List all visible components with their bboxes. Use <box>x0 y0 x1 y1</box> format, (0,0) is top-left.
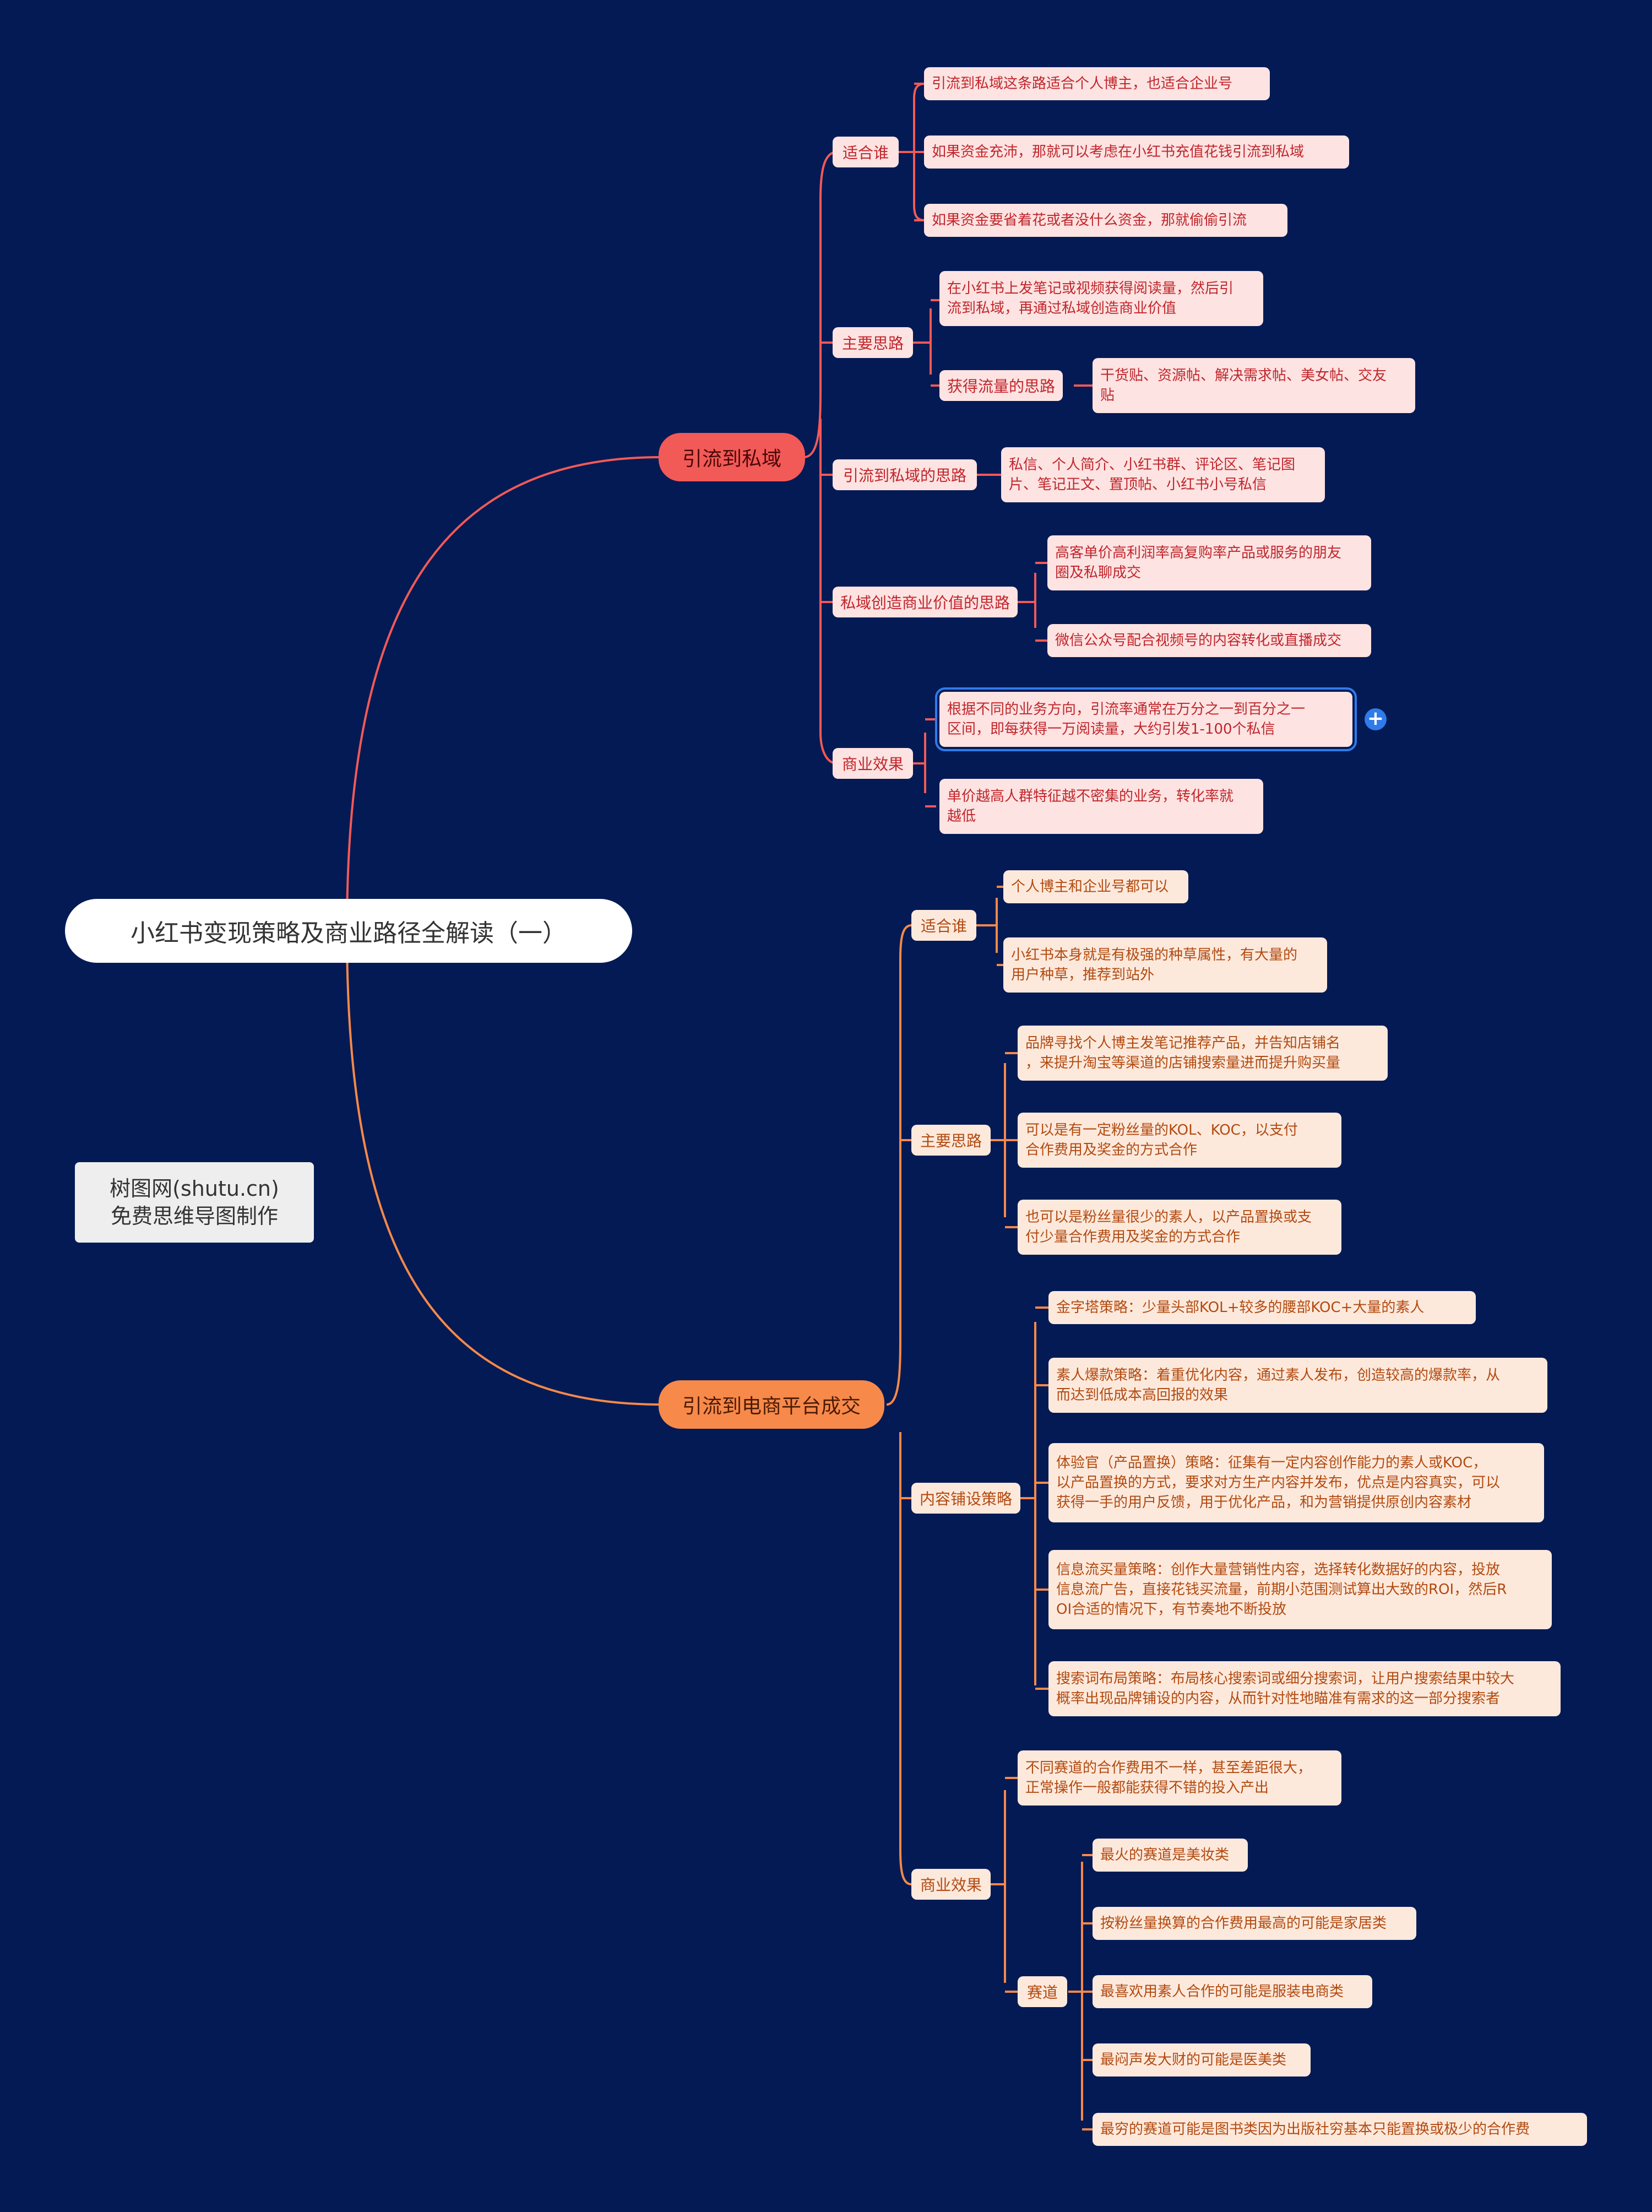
b2-content-item-4[interactable]: 信息流买量策略：创作大量营销性内容，选择转化数据好的内容，投放 信息流广告，直接… <box>1048 1550 1552 1629</box>
b2-track-item-3[interactable]: 最喜欢用素人合作的可能是服装电商类 <box>1093 1975 1372 2008</box>
text-line: 品牌寻找个人博主发笔记推荐产品，并告知店铺名 <box>1025 1035 1341 1051</box>
b1-effect-item-2[interactable]: 单价越高人群特征越不密集的业务，转化率就 越低 <box>939 779 1263 834</box>
b1-value-item-2[interactable]: 微信公众号配合视频号的内容转化或直播成交 <box>1047 624 1371 657</box>
text-line: 区间，即每获得一万阅读量，大约引发1-100个私信 <box>947 721 1275 738</box>
b2-suit-item-2[interactable]: 小红书本身就是有极强的种草属性，有大量的 用户种草，推荐到站外 <box>1003 937 1327 993</box>
b1-idea-item-1[interactable]: 在小红书上发笔记或视频获得阅读量，然后引 流到私域，再通过私域创造商业价值 <box>939 271 1263 326</box>
brand-line-2: 免费思维导图制作 <box>110 1204 278 1228</box>
b2-track-item-1[interactable]: 最火的赛道是美妆类 <box>1093 1839 1248 1872</box>
b2-track-item-4[interactable]: 最闷声发大财的可能是医美类 <box>1093 2043 1311 2077</box>
b1-suit-item-3[interactable]: 如果资金要省着花或者没什么资金，那就偷偷引流 <box>924 204 1287 237</box>
b1-traffic-label[interactable]: 获得流量的思路 <box>939 370 1063 401</box>
text-line: 概率出现品牌铺设的内容，从而针对性地瞄准有需求的这一部分搜索者 <box>1056 1690 1501 1707</box>
text-line: 合作费用及奖金的方式合作 <box>1025 1142 1198 1158</box>
b1-effect-item-1[interactable]: 根据不同的业务方向，引流率通常在万分之一到百分之一 区间，即每获得一万阅读量，大… <box>935 687 1357 751</box>
b1-method-item[interactable]: 私信、个人简介、小红书群、评论区、笔记图 片、笔记正文、置顶帖、小红书小号私信 <box>1001 447 1325 502</box>
text-line: 用户种草，推荐到站外 <box>1011 967 1155 983</box>
b1-value-item-1[interactable]: 高客单价高利润率高复购率产品或服务的朋友 圈及私聊成交 <box>1047 535 1371 590</box>
text-line: 干货贴、资源帖、解决需求帖、美女帖、交友 <box>1100 367 1387 384</box>
add-node-icon[interactable]: + <box>1365 708 1387 730</box>
text-line: 私信、个人简介、小红书群、评论区、笔记图 <box>1009 457 1296 473</box>
b2-track-item-2[interactable]: 按粉丝量换算的合作费用最高的可能是家居类 <box>1093 1907 1416 1940</box>
text-line: 单价越高人群特征越不密集的业务，转化率就 <box>947 788 1234 805</box>
branch-ecommerce[interactable]: 引流到电商平台成交 <box>659 1380 884 1429</box>
b1-method-label[interactable]: 引流到私域的思路 <box>833 459 977 490</box>
text-line: 付少量合作费用及奖金的方式合作 <box>1025 1229 1241 1245</box>
text-line: 可以是有一定粉丝量的KOL、KOC，以支付 <box>1025 1122 1298 1138</box>
text-line: 素人爆款策略：着重优化内容，通过素人发布，创造较高的爆款率，从 <box>1056 1367 1501 1384</box>
text-line: 以产品置换的方式，要求对方生产内容并发布，优点是内容真实，可以 <box>1056 1474 1501 1491</box>
b1-value-label[interactable]: 私域创造商业价值的思路 <box>833 587 1018 617</box>
b2-track-item-5[interactable]: 最穷的赛道可能是图书类因为出版社穷基本只能置换或极少的合作费 <box>1093 2113 1587 2146</box>
text-line: 贴 <box>1100 387 1115 404</box>
b1-suit-label[interactable]: 适合谁 <box>833 137 899 167</box>
b1-suit-item-2[interactable]: 如果资金充沛，那就可以考虑在小红书充值花钱引流到私域 <box>924 135 1349 169</box>
b2-content-item-2[interactable]: 素人爆款策略：着重优化内容，通过素人发布，创造较高的爆款率，从 而达到低成本高回… <box>1048 1358 1547 1413</box>
text-line: 而达到低成本高回报的效果 <box>1056 1387 1229 1403</box>
text-line: 正常操作一般都能获得不错的投入产出 <box>1025 1780 1269 1796</box>
text-line: 圈及私聊成交 <box>1055 565 1142 581</box>
b2-idea-label[interactable]: 主要思路 <box>911 1125 991 1156</box>
branch-private-traffic[interactable]: 引流到私域 <box>659 433 805 481</box>
b1-traffic-item[interactable]: 干货贴、资源帖、解决需求帖、美女帖、交友 贴 <box>1093 358 1415 413</box>
text-line: 不同赛道的合作费用不一样，甚至差距很大， <box>1025 1760 1312 1776</box>
root-topic[interactable]: 小红书变现策略及商业路径全解读（一） <box>65 899 632 963</box>
b2-suit-label[interactable]: 适合谁 <box>911 910 976 941</box>
text-line: ，来提升淘宝等渠道的店铺搜索量进而提升购买量 <box>1025 1055 1341 1071</box>
b2-effect-label[interactable]: 商业效果 <box>911 1869 991 1900</box>
text-line: 根据不同的业务方向，引流率通常在万分之一到百分之一 <box>947 701 1306 718</box>
text-line: 片、笔记正文、置顶帖、小红书小号私信 <box>1009 476 1267 493</box>
b2-idea-item-1[interactable]: 品牌寻找个人博主发笔记推荐产品，并告知店铺名 ，来提升淘宝等渠道的店铺搜索量进而… <box>1018 1026 1388 1081</box>
text-line: 在小红书上发笔记或视频获得阅读量，然后引 <box>947 280 1234 297</box>
b2-effect-item-1[interactable]: 不同赛道的合作费用不一样，甚至差距很大， 正常操作一般都能获得不错的投入产出 <box>1018 1750 1341 1806</box>
b2-idea-item-3[interactable]: 也可以是粉丝量很少的素人，以产品置换或支 付少量合作费用及奖金的方式合作 <box>1018 1200 1341 1255</box>
text-line: 高客单价高利润率高复购率产品或服务的朋友 <box>1055 545 1342 561</box>
b2-content-item-5[interactable]: 搜索词布局策略：布局核心搜索词或细分搜索词，让用户搜索结果中较大 概率出现品牌铺… <box>1048 1661 1561 1716</box>
b2-suit-item-1[interactable]: 个人博主和企业号都可以 <box>1003 870 1188 903</box>
b2-idea-item-2[interactable]: 可以是有一定粉丝量的KOL、KOC，以支付 合作费用及奖金的方式合作 <box>1018 1113 1341 1168</box>
text-line: 体验官（产品置换）策略：征集有一定内容创作能力的素人或KOC， <box>1056 1455 1487 1471</box>
brand-watermark: 树图网(shutu.cn) 免费思维导图制作 <box>75 1162 314 1243</box>
b2-track-label[interactable]: 赛道 <box>1018 1976 1067 2007</box>
b2-content-item-3[interactable]: 体验官（产品置换）策略：征集有一定内容创作能力的素人或KOC， 以产品置换的方式… <box>1048 1443 1544 1522</box>
text-line: 搜索词布局策略：布局核心搜索词或细分搜索词，让用户搜索结果中较大 <box>1056 1671 1515 1687</box>
text-line: OI合适的情况下，有节奏地不断投放 <box>1056 1601 1287 1618</box>
text-line: 信息流广告，直接花钱买流量，前期小范围测试算出大致的ROI，然后R <box>1056 1581 1507 1598</box>
b2-content-label[interactable]: 内容铺设策略 <box>911 1483 1020 1514</box>
text-line: 也可以是粉丝量很少的素人，以产品置换或支 <box>1025 1209 1312 1226</box>
b2-content-item-1[interactable]: 金字塔策略：少量头部KOL+较多的腰部KOC+大量的素人 <box>1048 1291 1476 1324</box>
text-line: 获得一手的用户反馈，用于优化产品，和为营销提供原创内容素材 <box>1056 1494 1472 1511</box>
text-line: 信息流买量策略：创作大量营销性内容，选择转化数据好的内容，投放 <box>1056 1562 1501 1578</box>
b1-suit-item-1[interactable]: 引流到私域这条路适合个人博主，也适合企业号 <box>924 67 1270 100</box>
text-line: 小红书本身就是有极强的种草属性，有大量的 <box>1011 947 1298 963</box>
text-line: 越低 <box>947 808 976 825</box>
text-line: 流到私域，再通过私域创造商业价值 <box>947 300 1177 317</box>
brand-line-1: 树图网(shutu.cn) <box>110 1177 279 1201</box>
b1-idea-label[interactable]: 主要思路 <box>833 327 913 358</box>
b1-effect-label[interactable]: 商业效果 <box>833 748 913 779</box>
